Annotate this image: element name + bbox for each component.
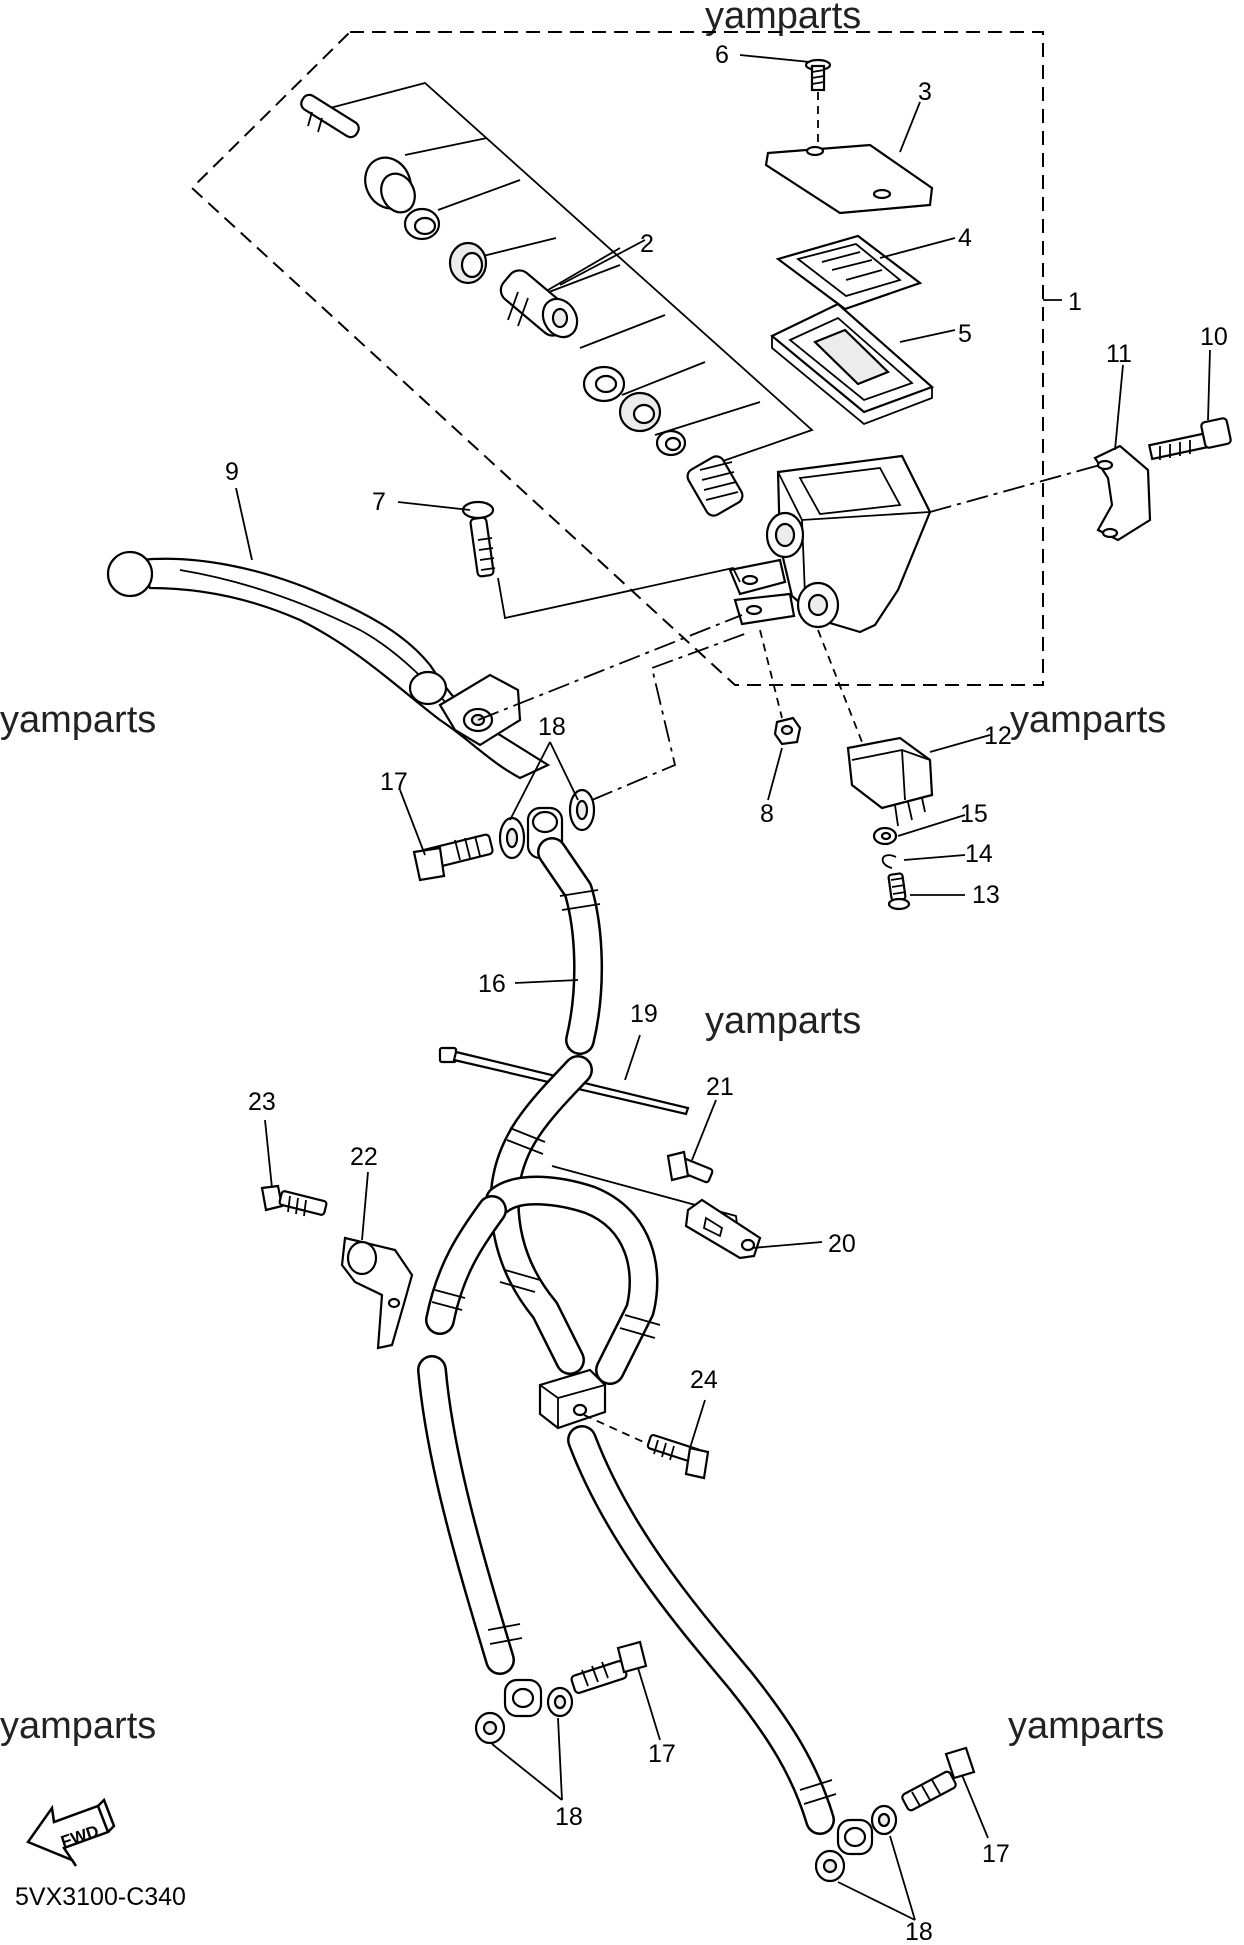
- watermark-right-lower: yamparts: [1008, 1705, 1164, 1747]
- lower-right-hose: [569, 1427, 833, 1833]
- piston-boot: [364, 156, 416, 214]
- callout-2: 2: [640, 230, 654, 258]
- callout-18-upper: 18: [538, 713, 566, 741]
- axis-line-switch: [817, 629, 863, 743]
- banjo-bolt-lower-right: [901, 1746, 976, 1812]
- circlip: [403, 207, 441, 241]
- banjo-fitting-lower-left: [503, 1678, 543, 1718]
- crush-washer-upper-b: [568, 788, 596, 832]
- axis-line-pivot: [497, 566, 741, 620]
- hose-16-ferrule: [559, 889, 601, 911]
- crush-washer-lower-right-a: [814, 1849, 846, 1883]
- lower-right-hose-rings: [799, 1779, 837, 1805]
- callout-18-lower-left: 18: [555, 1803, 583, 1831]
- callout-6: 6: [715, 41, 729, 69]
- callout-5: 5: [958, 320, 972, 348]
- banjo-fitting-lower-right: [836, 1818, 874, 1856]
- lower-left-hose-rings: [487, 1623, 523, 1645]
- callout-19: 19: [630, 1000, 658, 1028]
- hose-joint-block: [538, 1368, 607, 1430]
- piston-kit-bracket: [329, 82, 814, 463]
- brake-lever: [106, 550, 551, 780]
- crush-washer-lower-left-b: [546, 1686, 574, 1718]
- screw-13: [887, 872, 911, 911]
- piston-rod: [300, 93, 360, 139]
- callout-3: 3: [918, 78, 932, 106]
- reservoir-cap: [764, 143, 934, 215]
- hose-front-loop: [487, 1178, 656, 1383]
- callout-11: 11: [1106, 340, 1132, 368]
- brake-light-switch: [846, 736, 934, 827]
- circlip-small: [655, 429, 687, 457]
- joint-bolt-24: [646, 1433, 710, 1480]
- callout-13: 13: [972, 881, 1000, 909]
- crush-washer-lower-left-a: [474, 1711, 506, 1745]
- diaphragm-holder: [775, 234, 923, 311]
- clip-14: [881, 854, 897, 869]
- hose-left-branch: [492, 1057, 591, 1373]
- callout-8: 8: [760, 800, 774, 828]
- callout-leaders: [235, 54, 1211, 1921]
- axis-line-joint: [583, 1414, 651, 1446]
- watermark-top: yamparts: [705, 0, 861, 37]
- clamp-bolt: [1147, 417, 1232, 461]
- cup-seal: [448, 241, 488, 285]
- handlebar-clamp: [1093, 444, 1152, 542]
- watermark-center: yamparts: [705, 1000, 861, 1042]
- axis-line-clamp: [929, 464, 1101, 513]
- hose-rings: [431, 1127, 661, 1339]
- watermark-right-upper: yamparts: [1010, 699, 1166, 741]
- piston-body: [499, 269, 579, 339]
- callout-21: 21: [706, 1073, 734, 1101]
- nut-8: [773, 716, 802, 746]
- return-spring: [686, 455, 744, 517]
- callout-15: 15: [960, 800, 988, 828]
- callout-17-lower-right: 17: [982, 1840, 1010, 1868]
- axis-line-lever: [477, 614, 743, 721]
- watermark-left-upper: yamparts: [0, 699, 156, 741]
- hose-bracket-20: [684, 1198, 762, 1260]
- callout-23: 23: [248, 1088, 276, 1116]
- callout-16: 16: [478, 970, 506, 998]
- crush-washer-upper-a: [498, 816, 526, 860]
- axis-line-nut: [759, 629, 783, 719]
- lower-left-hose: [419, 1357, 513, 1673]
- banjo-bolt-upper: [412, 833, 494, 882]
- piston-washer: [582, 365, 626, 403]
- hose-left-down: [427, 1197, 505, 1333]
- callout-20: 20: [828, 1230, 856, 1258]
- crush-washer-lower-right-b: [870, 1804, 898, 1836]
- watermark-left-lower: yamparts: [0, 1705, 156, 1747]
- callout-17-upper: 17: [380, 768, 408, 796]
- screw-6: [804, 58, 832, 92]
- diagram-code: 5VX3100-C340: [15, 1883, 186, 1911]
- callout-17-lower-left: 17: [648, 1740, 676, 1768]
- bolt-21: [666, 1150, 714, 1184]
- master-cylinder-body: [728, 454, 932, 634]
- callout-14: 14: [965, 840, 993, 868]
- callout-24: 24: [690, 1366, 718, 1394]
- callout-9: 9: [225, 458, 239, 486]
- fwd-arrow-icon: FWD: [26, 1797, 116, 1867]
- callout-12: 12: [984, 722, 1012, 750]
- callout-10: 10: [1200, 323, 1228, 351]
- callout-4: 4: [958, 224, 972, 252]
- callout-22: 22: [350, 1143, 378, 1171]
- pivot-bolt: [461, 500, 496, 578]
- diaphragm: [769, 302, 935, 426]
- callout-18-lower-right: 18: [905, 1918, 933, 1945]
- hose-clamp-22: [340, 1236, 414, 1350]
- callout-7: 7: [372, 488, 386, 516]
- callout-1: 1: [1068, 288, 1082, 316]
- piston-seal: [618, 391, 662, 433]
- assembly-outline: [190, 31, 1044, 686]
- axis-line-banjo: [591, 631, 751, 801]
- upper-brake-hose: [539, 839, 601, 1053]
- bolt-23: [260, 1184, 328, 1217]
- washer-15: [872, 826, 898, 846]
- banjo-bolt-lower-left: [570, 1640, 648, 1694]
